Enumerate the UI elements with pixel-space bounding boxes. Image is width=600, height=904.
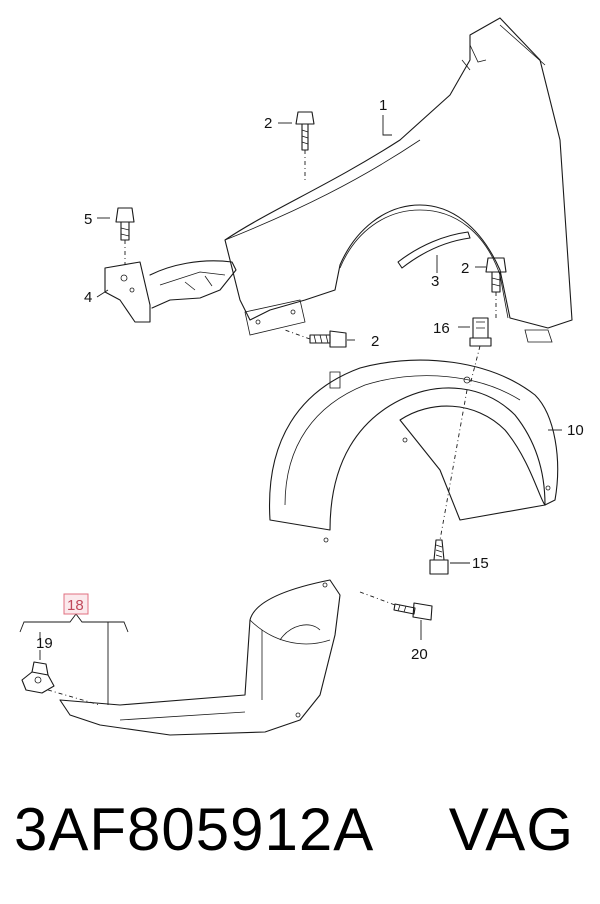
fender-bracket xyxy=(104,260,237,323)
part-number: 3AF805912A xyxy=(14,796,375,863)
fender-panel xyxy=(224,17,573,343)
clip-16 xyxy=(469,317,492,347)
screw-15 xyxy=(429,539,449,575)
bolt-2-lower xyxy=(309,330,347,348)
assembly-axes xyxy=(47,150,497,706)
screw-20 xyxy=(393,602,433,621)
callout-20: 20 xyxy=(411,646,428,663)
bolt-2-top xyxy=(295,111,315,151)
wheel-housing-liner xyxy=(268,359,559,543)
callout-2-right: 2 xyxy=(461,260,469,277)
callout-labels: 1 2 5 3 2 4 2 16 10 15 20 19 18 xyxy=(36,97,584,663)
leader-lines xyxy=(19,115,562,705)
fender-trim-strip xyxy=(397,231,471,269)
bolt-5 xyxy=(115,207,135,241)
callout-15: 15 xyxy=(472,555,489,572)
callout-10: 10 xyxy=(567,422,584,439)
callout-3: 3 xyxy=(431,273,439,290)
nut-clip-19 xyxy=(21,661,55,694)
callout-18: 18 xyxy=(67,597,84,614)
part-number-caption: 3AF805912A VAG xyxy=(14,790,586,870)
callout-18-highlight xyxy=(63,593,89,615)
callout-2-top: 2 xyxy=(264,115,272,132)
callout-16: 16 xyxy=(433,320,450,337)
callout-2-lower: 2 xyxy=(371,333,379,350)
callout-19: 19 xyxy=(36,635,53,652)
callout-5: 5 xyxy=(84,211,92,228)
callout-1: 1 xyxy=(379,97,387,114)
lower-splash-shield xyxy=(59,579,341,736)
callout-4: 4 xyxy=(84,289,92,306)
brand-label: VAG xyxy=(448,796,574,863)
